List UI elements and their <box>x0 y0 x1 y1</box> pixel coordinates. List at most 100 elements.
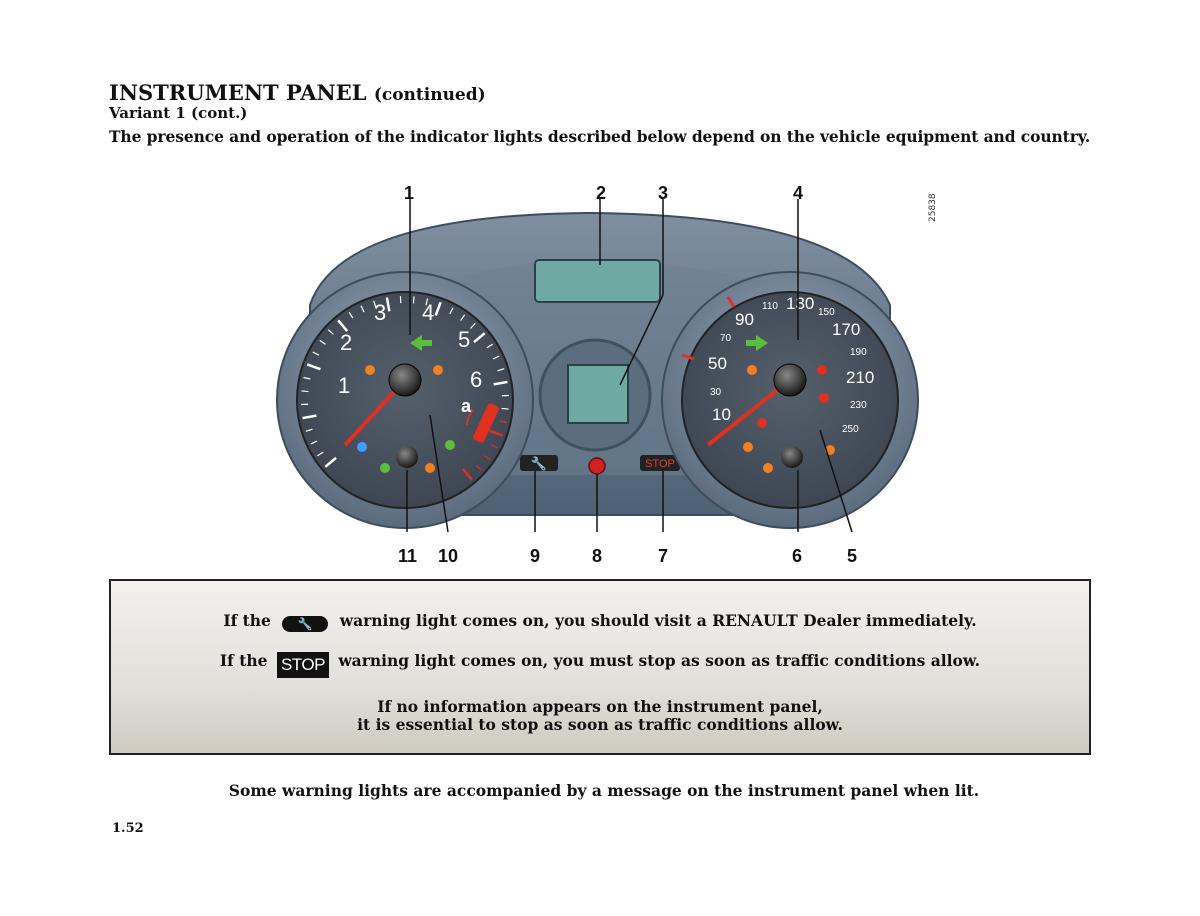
notice-line-2: If the STOP warning light comes on, you … <box>111 651 1089 678</box>
warning-notice-box: If the 🔧 warning light comes on, you sho… <box>109 579 1091 755</box>
tach-warning-icon <box>445 440 455 450</box>
leader-lines <box>406 199 853 533</box>
speed-tick: 170 <box>832 320 860 339</box>
speed-red-mark <box>681 353 695 361</box>
tach-tick-mark <box>425 298 429 306</box>
callout-1: 1 <box>404 183 414 203</box>
speed-tick: 150 <box>818 307 835 318</box>
speed-red-mark <box>726 296 736 308</box>
red-dot-icon <box>588 457 606 475</box>
callout-10: 10 <box>438 546 458 566</box>
tach-tick-mark <box>360 305 365 313</box>
tach-tick-mark <box>327 329 334 335</box>
stop-light <box>640 455 680 471</box>
speed-tick: 90 <box>735 310 754 329</box>
callout-5: 5 <box>847 546 857 566</box>
tach-tick-mark <box>324 456 337 468</box>
callout-2: 2 <box>596 183 606 203</box>
notice-line1-text: warning light comes on, you should visit… <box>339 611 977 630</box>
intro-text: The presence and operation of the indica… <box>109 127 1091 146</box>
tach-tick: 6 <box>470 367 482 392</box>
speed-tick: 230 <box>850 400 867 411</box>
notice-line-3: If no information appears on the instrum… <box>377 697 823 716</box>
callout-6: 6 <box>792 546 802 566</box>
speed-tick: 190 <box>850 347 867 358</box>
fuel-knob <box>781 446 803 468</box>
tach-tick-mark <box>493 380 508 386</box>
wrench-icon: 🔧 <box>282 616 329 632</box>
callout-4: 4 <box>793 183 803 203</box>
speed-tick: 250 <box>842 424 859 435</box>
tach-knob <box>388 363 422 397</box>
speed-warning-icon <box>757 418 767 428</box>
tach-tick-mark <box>501 407 509 410</box>
tach-tick-mark <box>499 420 507 424</box>
callout-7: 7 <box>658 546 668 566</box>
tach-tick-mark <box>489 429 504 437</box>
redline-bar <box>473 403 499 443</box>
tach-tick: 1 <box>338 373 350 398</box>
tach-tick-mark <box>490 444 498 449</box>
tach-tick-mark <box>497 368 505 372</box>
tach-tick-mark <box>385 297 391 312</box>
speed-needle <box>706 378 792 447</box>
page-number: 1.52 <box>112 821 144 836</box>
tach-warning-icon <box>365 365 375 375</box>
tach-tick-mark <box>316 451 324 457</box>
tach-tick-mark <box>302 414 317 420</box>
speed-tick: 110 <box>762 301 778 312</box>
callout-11: 11 <box>398 546 417 566</box>
speed-warning-icon <box>817 365 827 375</box>
tachometer: 1 2 3 4 5 6 7 a <box>276 271 534 529</box>
tach-warning-icon <box>357 442 367 452</box>
tach-tick: 3 <box>374 300 386 325</box>
title-main: INSTRUMENT PANEL <box>109 80 367 105</box>
tach-tick-mark <box>306 363 321 371</box>
tach-tick-mark <box>434 301 442 316</box>
speed-tick: 210 <box>846 368 874 387</box>
tach-warning-icon <box>380 463 390 473</box>
tach-tick-mark <box>470 322 476 329</box>
tach-warning-icon <box>425 463 435 473</box>
notice-line-4: it is essential to stop as soon as traff… <box>357 715 843 734</box>
stop-icon: STOP <box>645 458 675 470</box>
tach-tick-mark <box>449 307 454 315</box>
tach-tick-mark <box>492 355 500 360</box>
speed-knob <box>773 363 807 397</box>
wrench-light <box>520 455 558 471</box>
top-display-screen <box>534 259 661 303</box>
speedometer: 10 30 50 70 90 110 130 150 170 190 210 2… <box>661 271 919 529</box>
tach-tick-mark <box>461 468 473 481</box>
tach-tick-mark <box>312 351 320 356</box>
tach-tick-mark <box>348 311 354 319</box>
notice-line2-text: warning light comes on, you must stop as… <box>338 651 981 670</box>
label-a: a <box>461 396 472 416</box>
tach-warning-icon <box>433 365 443 375</box>
tach-tick-mark <box>476 465 483 471</box>
tach-tick-mark <box>412 296 415 304</box>
notice-line2-prefix: If the <box>219 651 268 670</box>
notice-line-1: If the 🔧 warning light comes on, you sho… <box>111 611 1089 632</box>
tach-tick-mark <box>319 339 326 345</box>
tach-tick-mark <box>460 314 466 321</box>
speed-warning-icon <box>763 463 773 473</box>
tach-tick-mark <box>473 332 486 344</box>
tach-tick-mark <box>305 428 313 432</box>
speed-warning-icon <box>819 393 829 403</box>
speed-tick: 130 <box>786 294 814 313</box>
tach-tick-mark <box>303 376 311 380</box>
tach-tick-mark <box>337 319 349 332</box>
arrow-right-icon <box>746 335 768 351</box>
speed-warning-icon <box>743 442 753 452</box>
notice-line1-prefix: If the <box>223 611 271 630</box>
speed-tick: 30 <box>710 387 722 398</box>
title-suffix: (continued) <box>373 85 486 105</box>
tach-tick-mark <box>484 455 491 461</box>
wrench-icon: 🔧 <box>531 455 547 472</box>
speed-warning-icon <box>747 365 757 375</box>
callout-3: 3 <box>658 183 668 203</box>
speed-tick: 70 <box>720 333 732 344</box>
callout-8: 8 <box>592 546 602 566</box>
speed-tick: 50 <box>708 354 727 373</box>
tach-tick: 2 <box>340 330 352 355</box>
